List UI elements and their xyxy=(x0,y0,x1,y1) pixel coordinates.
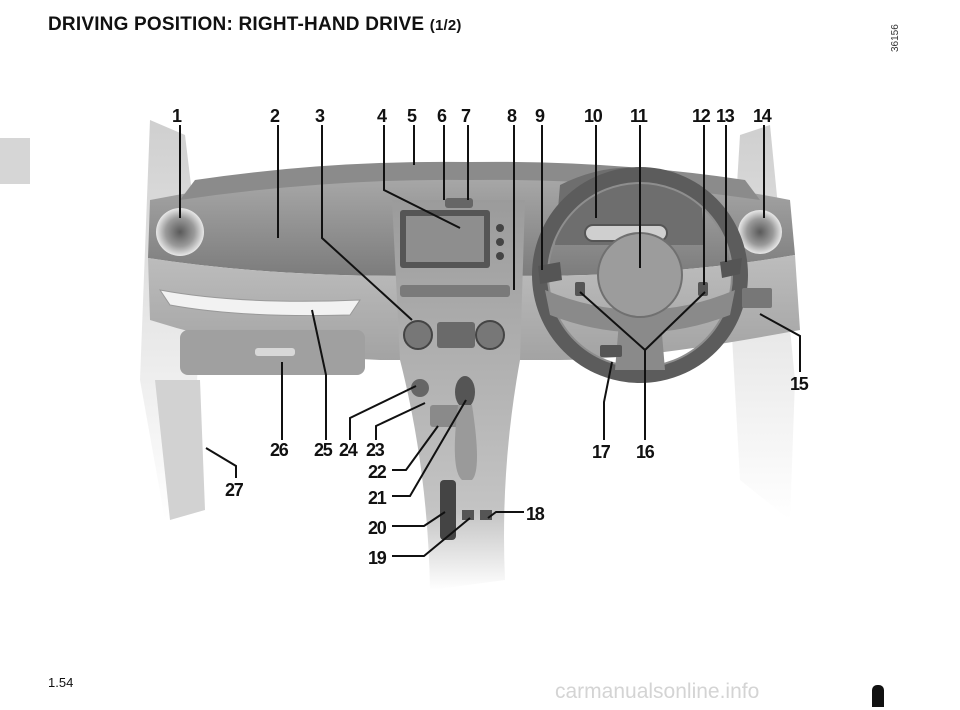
handbrake xyxy=(440,480,456,540)
callout-18: 18 xyxy=(526,504,545,524)
callout-27: 27 xyxy=(225,480,244,500)
callout-11: 11 xyxy=(630,106,648,126)
hazard-switch xyxy=(445,198,473,208)
callout-13: 13 xyxy=(716,106,735,126)
callout-3: 3 xyxy=(315,106,325,126)
left-air-vent xyxy=(156,208,204,256)
callout-15: 15 xyxy=(790,374,809,394)
callout-7: 7 xyxy=(461,106,471,126)
screen-display xyxy=(406,216,484,262)
callout-5: 5 xyxy=(407,106,417,126)
leader-lines xyxy=(179,125,801,557)
steering-button-right xyxy=(698,282,708,296)
chapter-tab xyxy=(0,138,30,184)
callout-22: 22 xyxy=(368,462,387,482)
climate-knob-right xyxy=(475,320,505,350)
screen-button xyxy=(496,238,504,246)
left-door-sill xyxy=(155,380,205,520)
callout-9: 9 xyxy=(535,106,545,126)
gear-knob xyxy=(455,376,475,408)
callout-19: 19 xyxy=(368,548,387,568)
callout-20: 20 xyxy=(368,518,387,538)
callout-6: 6 xyxy=(437,106,447,126)
callout-8: 8 xyxy=(507,106,517,126)
watermark: carmanualsonline.info xyxy=(555,680,760,703)
bonnet-release xyxy=(600,345,622,357)
callout-17: 17 xyxy=(592,442,611,462)
callout-4: 4 xyxy=(377,106,387,126)
callout-24: 24 xyxy=(339,440,358,460)
console-switch xyxy=(480,510,492,520)
callout-12: 12 xyxy=(692,106,711,126)
climate-controls xyxy=(437,322,475,348)
page-part: (1/2) xyxy=(429,17,462,34)
callout-25: 25 xyxy=(314,440,333,460)
trim-strip xyxy=(158,289,361,317)
screen-button xyxy=(496,252,504,260)
pen-icon xyxy=(872,685,884,707)
page-title-text: DRIVING POSITION: RIGHT-HAND DRIVE xyxy=(48,14,425,35)
dashboard-switches xyxy=(742,288,772,308)
glovebox-handle xyxy=(255,348,295,356)
gear-gaiter xyxy=(454,405,477,480)
steering-lower-spoke xyxy=(615,310,665,370)
steering-button-left xyxy=(575,282,585,296)
callout-10: 10 xyxy=(584,106,603,126)
left-stalk xyxy=(538,262,562,284)
screen-button xyxy=(496,224,504,232)
accessory-socket xyxy=(411,379,429,397)
callout-23: 23 xyxy=(366,440,385,460)
central-vents xyxy=(400,285,510,297)
right-stalk xyxy=(720,258,742,278)
right-air-vent xyxy=(738,210,782,254)
page-number: 1.54 xyxy=(48,675,74,690)
callout-16: 16 xyxy=(636,442,655,462)
callout-14: 14 xyxy=(753,106,772,126)
climate-knob-left xyxy=(403,320,433,350)
console-switch xyxy=(462,510,474,520)
callout-21: 21 xyxy=(368,488,387,508)
callout-2: 2 xyxy=(270,106,280,126)
callout-26: 26 xyxy=(270,440,289,460)
callout-1: 1 xyxy=(172,106,182,126)
page-title: DRIVING POSITION: RIGHT-HAND DRIVE (1/2) xyxy=(48,14,462,36)
